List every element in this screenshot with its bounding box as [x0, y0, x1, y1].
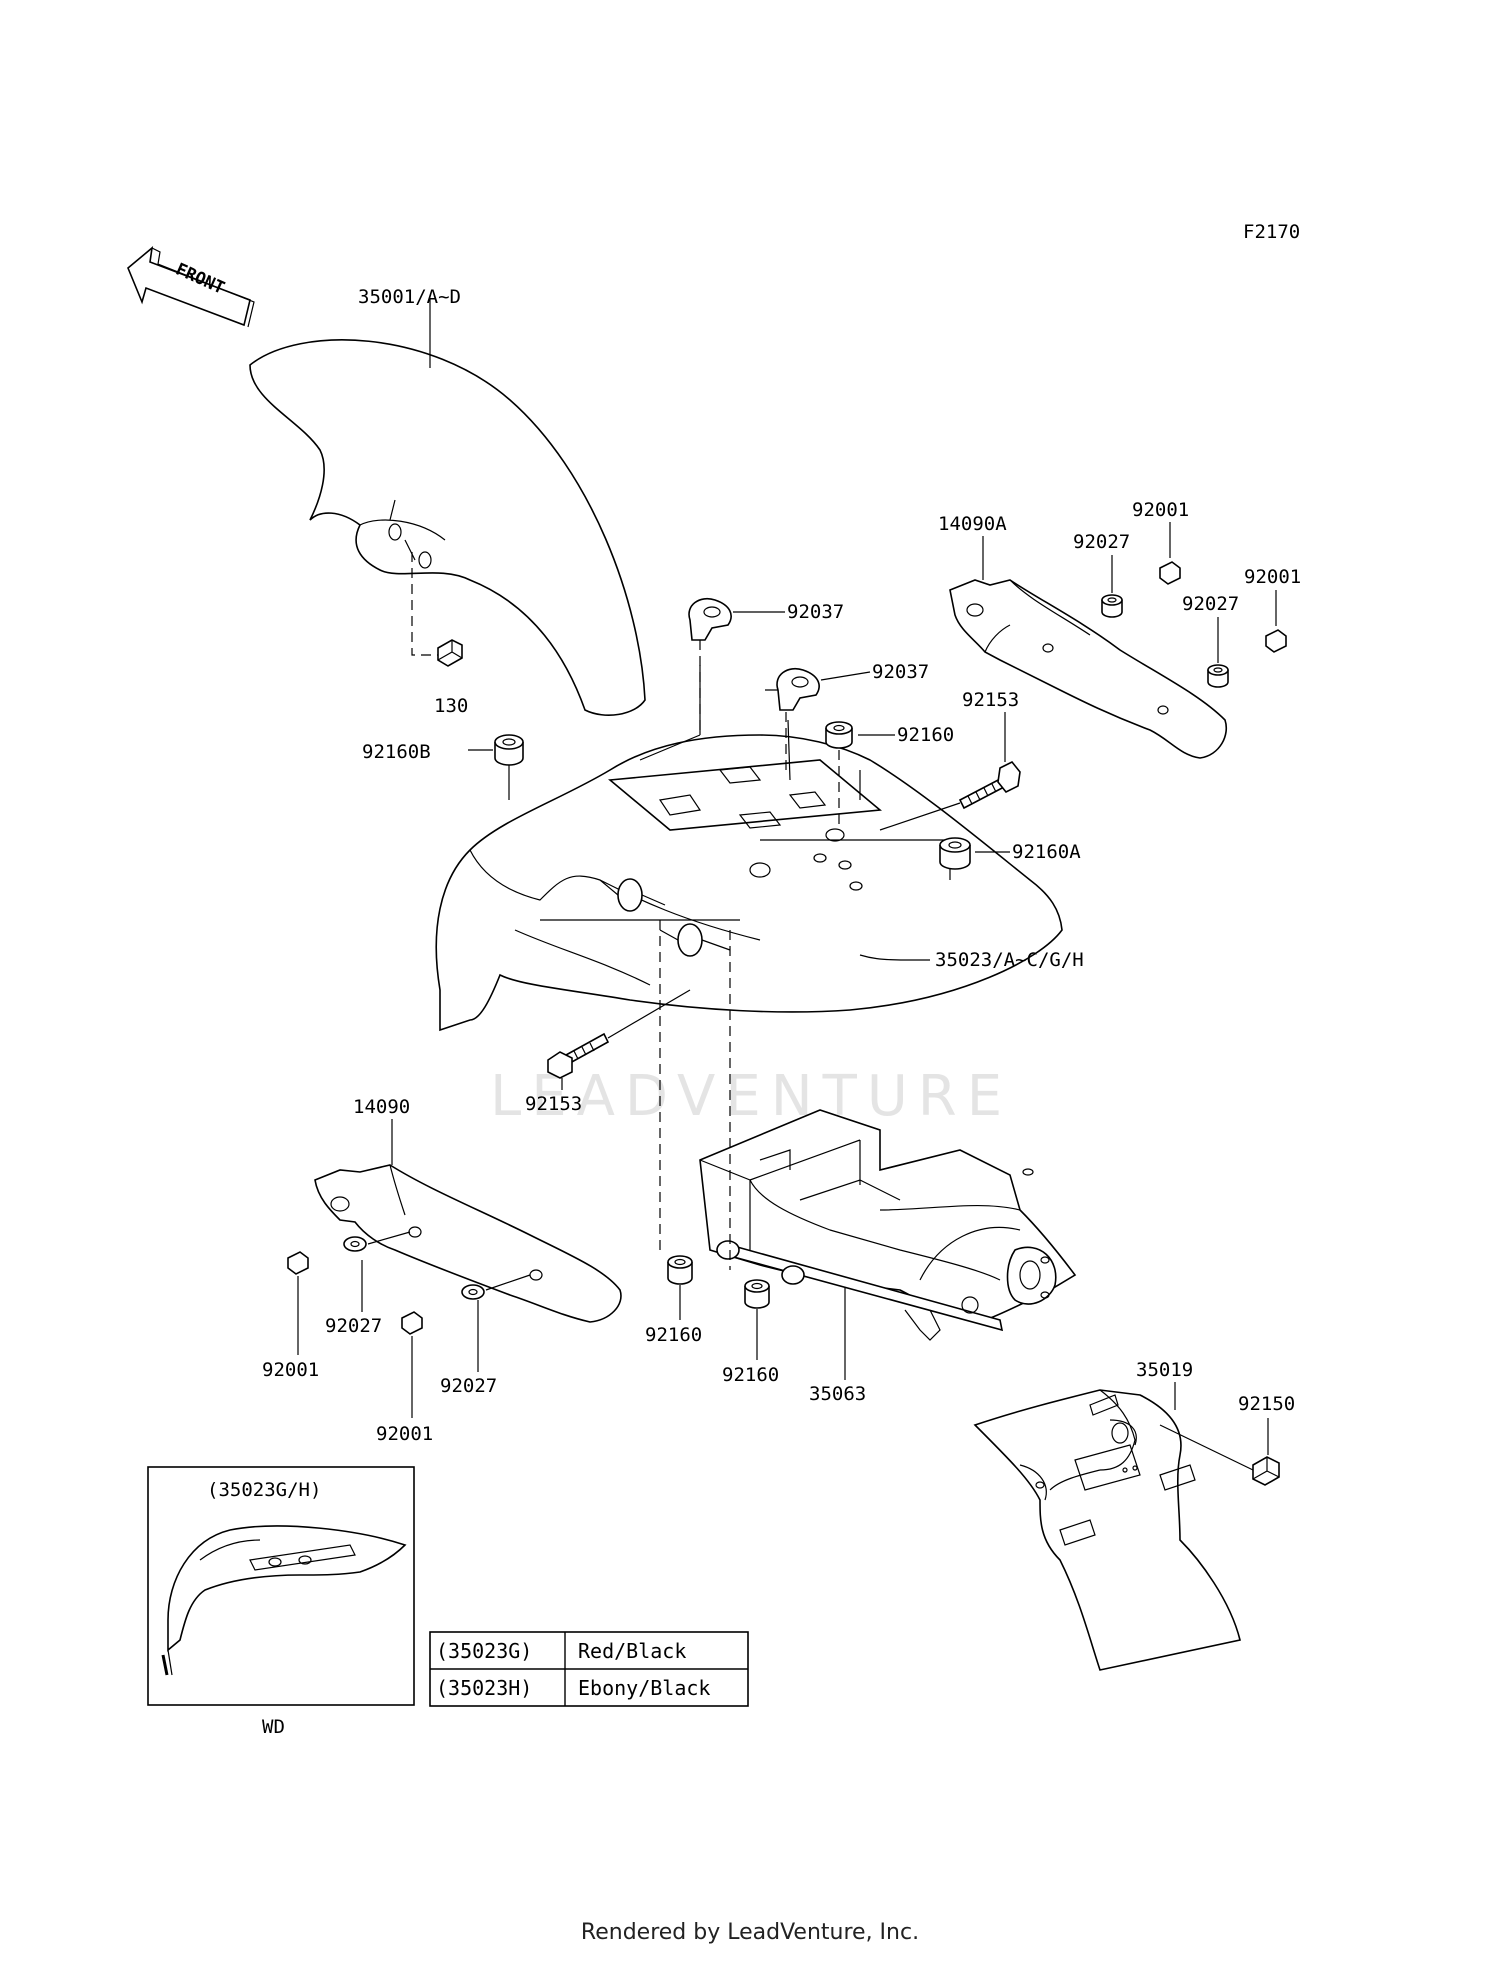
rear-fender [435, 734, 1063, 1032]
label-92153-left: 92153 [525, 1093, 582, 1115]
bolt-130-icon [437, 639, 463, 667]
table-row-2-color: Ebony/Black [578, 1676, 710, 1700]
label-14090: 14090 [353, 1096, 410, 1118]
label-35063: 35063 [809, 1383, 866, 1405]
label-130: 130 [434, 695, 468, 717]
figure-id: F2170 [1243, 221, 1300, 243]
collar-92027-top-a-icon [1101, 594, 1123, 618]
color-table: (35023G) Red/Black (35023H) Ebony/Black [429, 1631, 749, 1707]
bolt-92153-right-icon [958, 760, 1021, 810]
label-92027-low-b: 92027 [440, 1375, 497, 1397]
clamp-92037-b-icon [776, 668, 820, 711]
label-92027-top-b: 92027 [1182, 593, 1239, 615]
label-92001-right: 92001 [1244, 566, 1301, 588]
grommet-92160a-icon [939, 837, 971, 870]
label-92160a: 92160A [1012, 841, 1081, 863]
label-35023: 35023/A~C/G/H [935, 949, 1084, 971]
label-92160-low-b: 92160 [722, 1364, 779, 1386]
label-35019: 35019 [1136, 1359, 1193, 1381]
bolt-92001-top-icon [1159, 545, 1181, 585]
clamp-92037-a-icon [688, 598, 732, 641]
bracket-35063 [699, 1109, 1077, 1341]
label-92160-top: 92160 [897, 724, 954, 746]
front-fender [249, 339, 646, 716]
label-92001-low-b: 92001 [376, 1423, 433, 1445]
watermark: LEADVENTURE [490, 1064, 1012, 1129]
collar-92027-top-b-icon [1207, 664, 1229, 688]
collar-92027-low-a-icon [343, 1236, 367, 1252]
bolt-92153-left-icon [547, 1032, 610, 1079]
label-92037-b: 92037 [872, 661, 929, 683]
grommet-92160-top-icon [825, 721, 853, 749]
cover-14090a [949, 579, 1227, 759]
label-92160-low-a: 92160 [645, 1324, 702, 1346]
table-row-1-color: Red/Black [578, 1639, 686, 1663]
label-35001: 35001/A~D [358, 286, 461, 308]
collar-92027-low-b-icon [461, 1284, 485, 1300]
inset-title: (35023G/H) [207, 1479, 321, 1501]
inset-panel: (35023G/H) [147, 1466, 415, 1706]
footer-credit: Rendered by LeadVenture, Inc. [580, 1920, 920, 1945]
label-92027-top-a: 92027 [1073, 531, 1130, 553]
table-row-2-code: (35023H) [436, 1676, 532, 1700]
label-92001-top: 92001 [1132, 499, 1189, 521]
grommet-92160b-icon [494, 734, 524, 766]
bolt-92001-right-icon [1265, 612, 1287, 653]
grommet-92160-low-b-icon [744, 1279, 770, 1309]
bolt-92001-low-a-icon [287, 1251, 309, 1275]
label-14090a: 14090A [938, 513, 1007, 535]
label-92027-low-a: 92027 [325, 1315, 382, 1337]
label-92150: 92150 [1238, 1393, 1295, 1415]
flap-35019 [973, 1389, 1241, 1671]
front-arrow-icon: FRONT [127, 246, 255, 328]
inset-caption: WD [262, 1716, 285, 1738]
grommet-92160-low-a-icon [667, 1255, 693, 1285]
label-92160b: 92160B [362, 741, 431, 763]
table-row-1-code: (35023G) [436, 1639, 532, 1663]
bolt-92150-icon [1252, 1456, 1280, 1486]
cover-14090 [314, 1164, 622, 1323]
label-92037-a: 92037 [787, 601, 844, 623]
label-92153-right: 92153 [962, 689, 1019, 711]
bolt-92001-low-b-icon [401, 1311, 423, 1335]
label-92001-low-a: 92001 [262, 1359, 319, 1381]
